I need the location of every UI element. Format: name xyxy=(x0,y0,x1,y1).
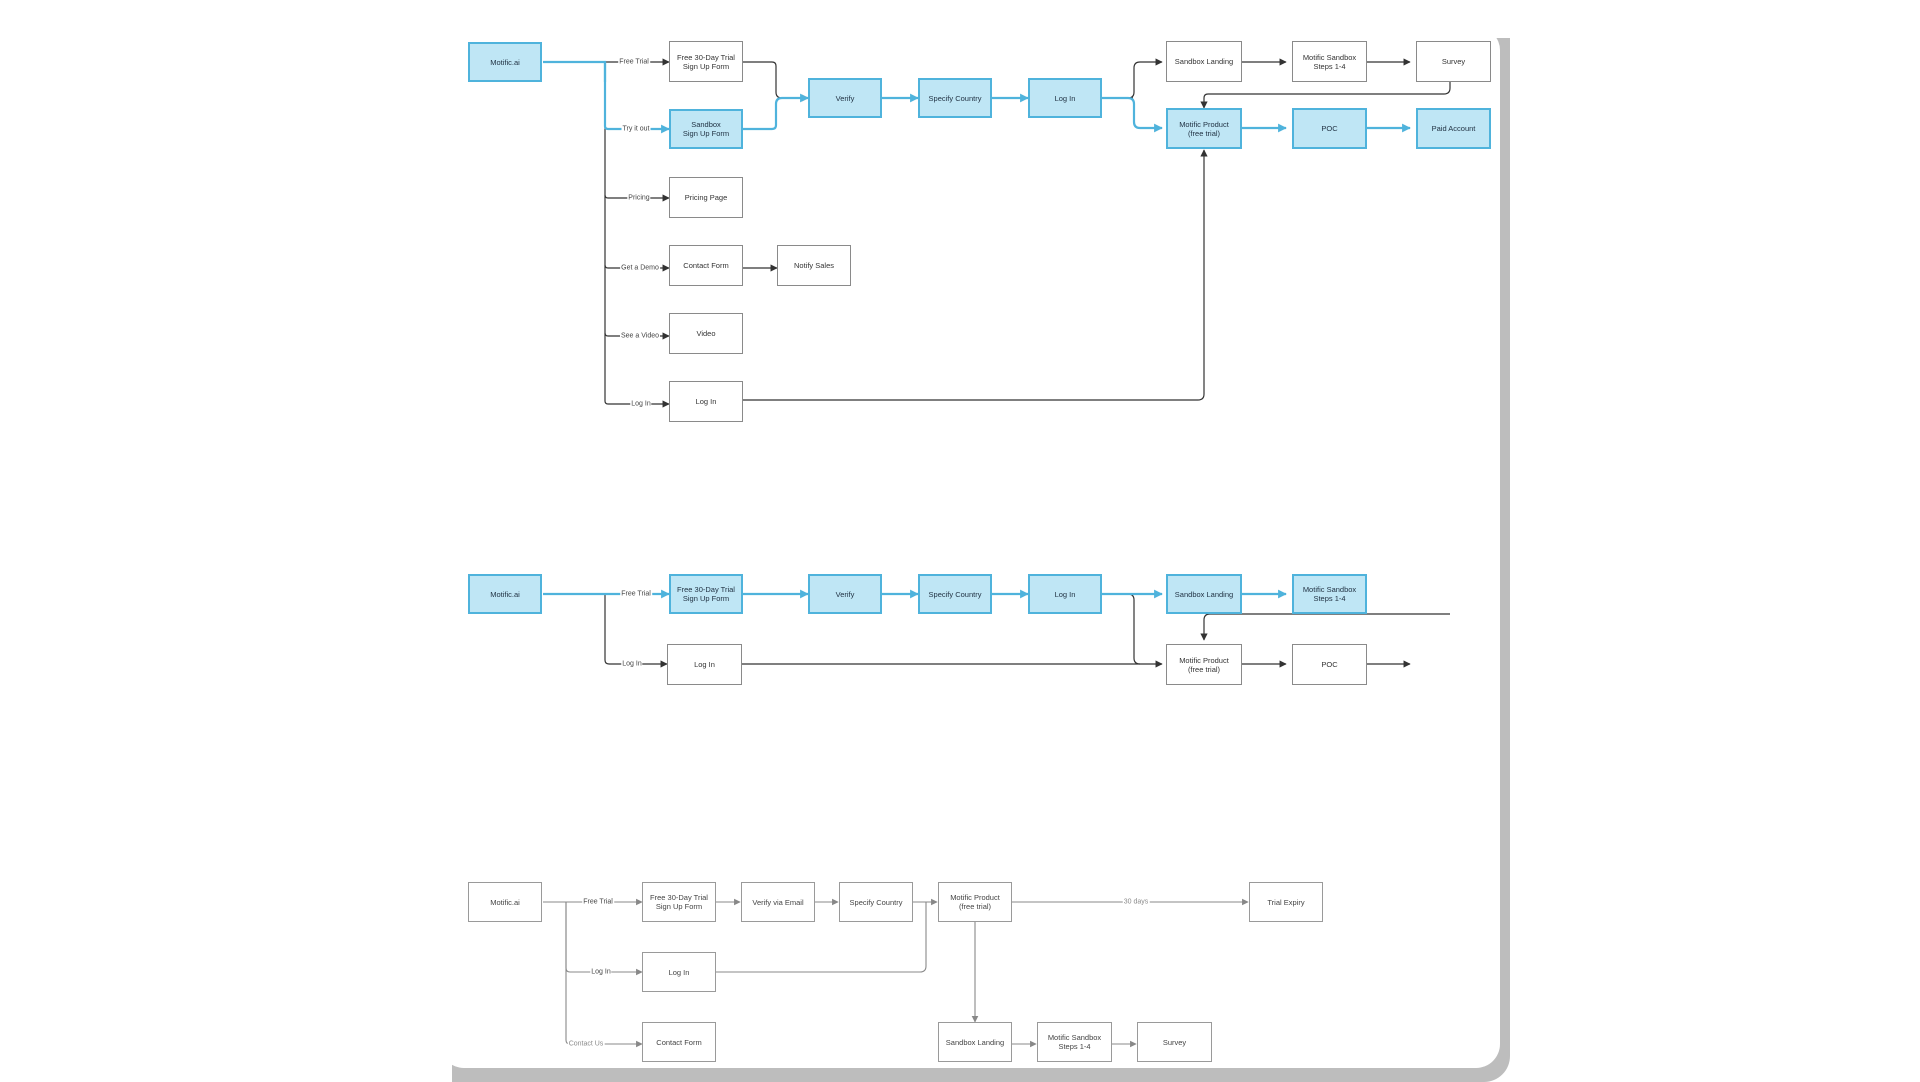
d1-node-poc[interactable]: POC xyxy=(1292,108,1367,149)
d1-node-motific-sandbox[interactable]: Motific Sandbox Steps 1-4 xyxy=(1292,41,1367,82)
d3-node-trial-expiry[interactable]: Trial Expiry xyxy=(1249,882,1323,922)
d3-node-survey[interactable]: Survey xyxy=(1137,1022,1212,1062)
d3-node-motific[interactable]: Motific.ai xyxy=(468,882,542,922)
d2-node-free-trial-form[interactable]: Free 30-Day Trial Sign Up Form xyxy=(669,574,743,614)
d1-node-verify[interactable]: Verify xyxy=(808,78,882,118)
d3-node-motific-sandbox[interactable]: Motific Sandbox Steps 1-4 xyxy=(1037,1022,1112,1062)
d2-label-free-trial: Free Trial xyxy=(620,589,652,599)
d1-node-sandbox-form[interactable]: Sandbox Sign Up Form xyxy=(669,109,743,149)
d1-label-get-a-demo: Get a Demo xyxy=(620,263,660,273)
d1-node-login[interactable]: Log In xyxy=(1028,78,1102,118)
d1-edge-demo xyxy=(604,195,670,272)
d1-edge-survey-product xyxy=(1200,82,1451,109)
d1-edge-login-sandbox xyxy=(1127,58,1163,99)
d1-edge-motific-trunk xyxy=(543,60,607,82)
d3-node-verify-email[interactable]: Verify via Email xyxy=(741,882,815,922)
d1-node-motific-product[interactable]: Motific Product (free trial) xyxy=(1166,108,1242,149)
d1-label-log-in: Log In xyxy=(630,399,652,409)
d3-node-motific-product[interactable]: Motific Product (free trial) xyxy=(938,882,1012,922)
d1-node-pricing-page[interactable]: Pricing Page xyxy=(669,177,743,218)
d1-edge-trial-verify xyxy=(742,61,809,102)
d2-edge-login-product-branch xyxy=(1127,593,1141,665)
d3-node-free-trial-form[interactable]: Free 30-Day Trial Sign Up Form xyxy=(642,882,716,922)
d2-label-log-in: Log In xyxy=(621,659,643,669)
d3-label-free-trial: Free Trial xyxy=(582,897,614,907)
d2-node-login-box[interactable]: Log In xyxy=(667,644,742,685)
d2-node-motific[interactable]: Motific.ai xyxy=(468,574,542,614)
d2-node-sandbox-landing[interactable]: Sandbox Landing xyxy=(1166,574,1242,614)
d3-label-30-days: 30 days xyxy=(1122,897,1150,907)
d1-edge-login-product xyxy=(1102,96,1163,133)
d3-label-contact-us: Contact Us xyxy=(567,1039,605,1049)
d1-edge-login-product xyxy=(743,149,1208,401)
d1-node-video[interactable]: Video xyxy=(669,313,743,354)
d3-node-specify-country[interactable]: Specify Country xyxy=(839,882,913,922)
d1-node-login-box[interactable]: Log In xyxy=(669,381,743,422)
d1-node-specify-country[interactable]: Specify Country xyxy=(918,78,992,118)
d1-node-notify-sales[interactable]: Notify Sales xyxy=(777,245,851,286)
d3-edge-login-product xyxy=(716,902,927,973)
d1-node-motific[interactable]: Motific.ai xyxy=(468,42,542,82)
d1-edge-sandbox-verify xyxy=(742,93,809,131)
d1-node-survey[interactable]: Survey xyxy=(1416,41,1491,82)
d3-label-log-in: Log In xyxy=(590,967,612,977)
d1-label-pricing: Pricing xyxy=(627,193,651,203)
d3-node-sandbox-landing[interactable]: Sandbox Landing xyxy=(938,1022,1012,1062)
d3-node-contact-form[interactable]: Contact Form xyxy=(642,1022,716,1062)
d2-node-motific-product[interactable]: Motific Product (free trial) xyxy=(1166,644,1242,685)
d1-edge-video xyxy=(604,265,670,340)
d1-edge-tryitout xyxy=(603,62,670,134)
d1-node-free-trial-form[interactable]: Free 30-Day Trial Sign Up Form xyxy=(669,41,743,82)
d1-node-sandbox-landing[interactable]: Sandbox Landing xyxy=(1166,41,1242,82)
d1-edge-login xyxy=(604,333,670,408)
d2-node-specify-country[interactable]: Specify Country xyxy=(918,574,992,614)
d3-node-login-box[interactable]: Log In xyxy=(642,952,716,992)
d3-edge-login xyxy=(565,902,643,976)
d2-edge-sandbox-product xyxy=(1200,613,1450,641)
d1-edge-pricing xyxy=(604,82,670,202)
d2-node-login[interactable]: Log In xyxy=(1028,574,1102,614)
d2-node-poc[interactable]: POC xyxy=(1292,644,1367,685)
d1-node-paid-account[interactable]: Paid Account xyxy=(1416,108,1491,149)
d2-node-verify[interactable]: Verify xyxy=(808,574,882,614)
d1-label-see-a-video: See a Video xyxy=(619,331,661,341)
d2-node-motific-sandbox[interactable]: Motific Sandbox Steps 1-4 xyxy=(1292,574,1367,614)
d1-label-try-it-out: Try it out xyxy=(621,124,651,134)
d2-edge-login xyxy=(604,594,668,668)
d1-node-contact-form[interactable]: Contact Form xyxy=(669,245,743,286)
d1-label-free-trial: Free Trial xyxy=(618,57,650,67)
